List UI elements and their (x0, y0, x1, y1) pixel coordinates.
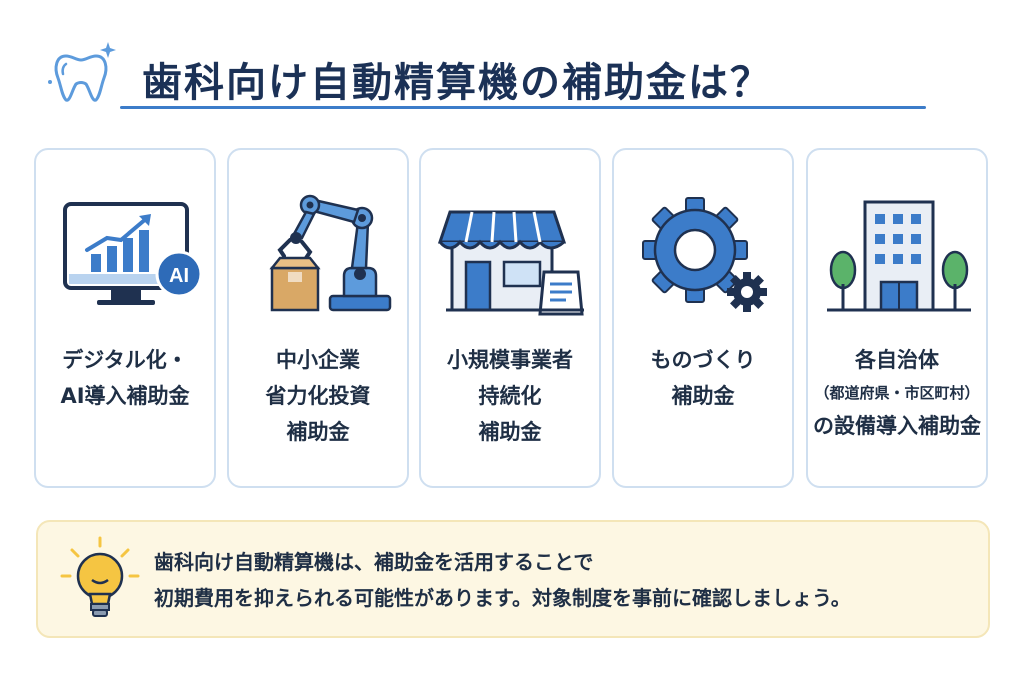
card-label-line: の設備導入補助金 (813, 414, 981, 438)
tip-line: 歯科向け自動精算機は、補助金を活用することで (154, 550, 594, 574)
monitor-chart-ai-icon: AI (63, 202, 203, 305)
subsidy-cards: AI デジタル化・ AI導入補助金 中小企業 省 (34, 148, 992, 492)
card-label-line: 各自治体 (855, 348, 939, 372)
card-digital-ai[interactable]: AI デジタル化・ AI導入補助金 (34, 148, 216, 488)
card-label-line: 持続化 (478, 384, 542, 408)
card-label-line: 中小企業 (276, 348, 360, 372)
card-label: ものづくり 補助金 (614, 342, 792, 414)
tip-line: 初期費用を抑えられる可能性があります。対象制度を事前に確認しましょう。 (154, 586, 851, 610)
card-label-line: デジタル化・ (62, 348, 188, 372)
card-label: 各自治体 （都道府県・市区町村） の設備導入補助金 (808, 342, 986, 444)
card-label-line: （都道府県・市区町村） (814, 384, 980, 402)
tip-box: 歯科向け自動精算機は、補助金を活用することで 初期費用を抑えられる可能性がありま… (36, 520, 990, 638)
header: 歯科向け自動精算機の補助金は？ (40, 28, 940, 118)
card-label-line: 補助金 (478, 420, 542, 444)
card-local-government[interactable]: 各自治体 （都道府県・市区町村） の設備導入補助金 (806, 148, 988, 488)
card-label-line: 補助金 (671, 384, 735, 408)
card-label-line: ものづくり (650, 348, 756, 372)
page-title: 歯科向け自動精算機の補助金は？ (142, 60, 772, 106)
title-underline (120, 106, 926, 109)
card-labor-saving[interactable]: 中小企業 省力化投資 補助金 (227, 148, 409, 488)
building-icon (827, 200, 971, 312)
gears-icon (642, 197, 767, 312)
tip-text: 歯科向け自動精算機は、補助金を活用することで 初期費用を抑えられる可能性がありま… (154, 544, 968, 616)
lightbulb-icon (60, 536, 140, 617)
ai-badge: AI (169, 265, 189, 287)
card-label-line: AI導入補助金 (60, 384, 190, 408)
storefront-icon (437, 210, 584, 316)
card-label: 中小企業 省力化投資 補助金 (229, 342, 407, 450)
card-monozukuri[interactable]: ものづくり 補助金 (612, 148, 794, 488)
card-small-business[interactable]: 小規模事業者 持続化 補助金 (419, 148, 601, 488)
card-label-line: 省力化投資 (265, 384, 371, 408)
card-label: デジタル化・ AI導入補助金 (36, 342, 214, 414)
robot-arm-icon (269, 194, 392, 312)
tooth-icon (48, 42, 116, 102)
card-label-line: 補助金 (286, 420, 350, 444)
card-label-line: 小規模事業者 (447, 348, 573, 372)
card-label: 小規模事業者 持続化 補助金 (421, 342, 599, 450)
